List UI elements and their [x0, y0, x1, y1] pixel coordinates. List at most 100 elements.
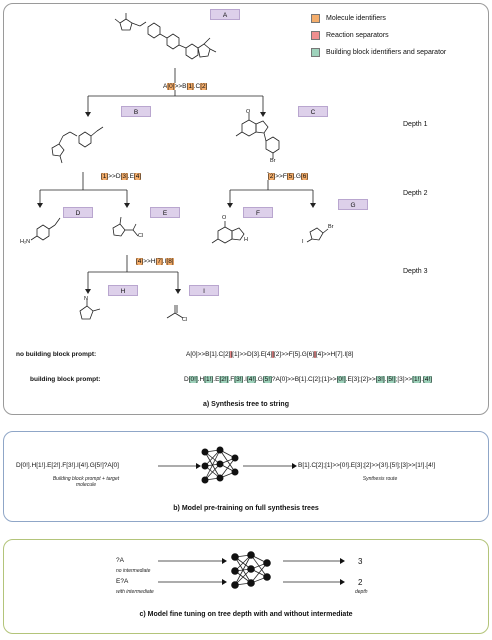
token-molecule-id: [7] [155, 258, 163, 265]
molecule-h-structure [79, 299, 101, 320]
token-molecule-id: [2] [200, 83, 208, 90]
token-building-block-id: [4!] [246, 376, 256, 383]
token: >>F [275, 173, 287, 180]
molecule-e-structure [112, 216, 139, 237]
panel-c-output-depth-2: 2 [358, 578, 363, 587]
panel-c-output-depth-1: 3 [358, 557, 363, 566]
panel-c-depth-note: depth [355, 589, 368, 595]
token-molecule-id: [6] [300, 173, 309, 180]
token-building-block-id: [0!] [188, 376, 198, 383]
token-building-block-id: [2!] [219, 376, 229, 383]
panel-c-caption: c) Model fine tuning on tree depth with … [139, 611, 353, 618]
token-molecule-id: [1] [101, 173, 109, 180]
token-building-block-id: [0!] [336, 376, 346, 383]
node-f: F [243, 207, 273, 218]
atom-label: H₂N [20, 239, 31, 245]
token-building-block-id: [5!] [386, 376, 396, 383]
no-building-block-prompt-label: no building block prompt: [16, 351, 97, 358]
token-molecule-id: [3] [120, 173, 128, 180]
node-c: C [298, 106, 328, 117]
panel-c-note-no-intermediate: no intermediate [116, 568, 151, 574]
token: .E [213, 376, 220, 383]
building-block-prompt-string: D[0!].H[1!].E[2!].F[3!].I[4!].G[5!]?A[0]… [184, 376, 433, 383]
token: [4]>>H[7].I[8] [315, 351, 354, 358]
panel-a-caption: a) Synthesis tree to string [203, 401, 289, 408]
molecule-b-structure [51, 126, 104, 164]
token: A [163, 83, 168, 90]
panel-b-output-string: B[1].C[2];[1]>>[0!].E[3];[2]>>[3!].[5!];… [298, 462, 436, 469]
token-molecule-id: [0] [167, 83, 175, 90]
token: .F [228, 376, 235, 383]
no-building-block-prompt-string: A[0]>>B[1].C[2]|[1]>>D[3].E[4]|[2]>>F[5]… [186, 351, 353, 358]
token-molecule-id: [2] [268, 173, 276, 180]
panel-c-input-with-intermediate: E?A [116, 578, 129, 585]
token-reaction-separator: | [230, 351, 233, 358]
token-molecule-id: [4] [133, 173, 142, 180]
token: ;[3]>> [395, 376, 413, 383]
node-g: G [338, 199, 368, 210]
legend-swatch-orange [311, 14, 320, 23]
token-molecule-id: [5] [286, 173, 295, 180]
molecule-c-structure [235, 113, 280, 159]
token: A[0]>>B[1].C[2] [186, 351, 231, 358]
atom-label: Br [270, 158, 276, 164]
token-building-block-id: [3!] [375, 376, 385, 383]
panel-c-finetuning [3, 539, 489, 634]
token: [2]>>F[5].G[6] [273, 351, 315, 358]
panel-b-caption: b) Model pre-training on full synthesis … [173, 505, 319, 512]
legend-building-block: Building block identifiers and separator [311, 48, 446, 57]
depth-3-label: Depth 3 [403, 268, 428, 275]
token-molecule-id: [4] [136, 258, 144, 265]
token: D [184, 376, 189, 383]
token: >>B [174, 83, 187, 90]
molecule-g-structure [306, 227, 329, 243]
panel-b-pretraining [3, 431, 489, 522]
token-building-block-id: [5!] [262, 376, 272, 383]
node-i: I [189, 285, 219, 296]
panel-c-note-with-intermediate: with intermediate [116, 589, 154, 595]
legend-label: Building block identifiers and separator [326, 49, 447, 56]
token: [1]>>D[3].E[4] [232, 351, 273, 358]
note-line: molecule [75, 482, 96, 488]
token: .E [127, 173, 134, 180]
molecule-i-structure [166, 305, 184, 319]
depth-2-label: Depth 2 [403, 190, 428, 197]
token: ?A[0]>>B[1].C[2];[1]>> [271, 376, 337, 383]
legend-label: Reaction separators [326, 32, 389, 39]
atom-label: O [222, 215, 227, 221]
legend-swatch-green [311, 48, 320, 57]
molecule-a-structure [114, 13, 217, 60]
reaction-string-3: [2]>>F[5].G[6] [267, 173, 310, 180]
building-block-prompt-label: building block prompt: [30, 376, 101, 383]
legend-reaction-separators: Reaction separators [311, 31, 389, 40]
atom-label: Br [328, 224, 334, 230]
token: .G [294, 173, 301, 180]
atom-label: N [84, 296, 88, 302]
atom-label: I [302, 239, 304, 245]
atom-label: Cl [138, 233, 144, 239]
node-e: E [150, 207, 180, 218]
token: .E[3];[2]>> [345, 376, 376, 383]
token-reaction-separator: | [272, 351, 274, 358]
token-building-block-id: [3!] [234, 376, 244, 383]
node-a: A [210, 9, 240, 20]
token: >>H [143, 258, 156, 265]
token: .H [197, 376, 205, 383]
token-molecule-id: [1] [186, 83, 194, 90]
atom-label: O [246, 109, 251, 115]
legend-label: Molecule identifiers [326, 15, 386, 22]
panel-b-output-note: Synthesis route [362, 476, 398, 482]
panel-b-input-note: Building block prompt + target molecule [16, 476, 156, 488]
reaction-string-2: [1]>>D[3].E[4] [100, 173, 143, 180]
depth-1-label: Depth 1 [403, 121, 428, 128]
reaction-string-1: A[0]>>B[1].C[2] [162, 83, 209, 90]
token: .I [243, 376, 247, 383]
node-b: B [121, 106, 151, 117]
token: .G [256, 376, 263, 383]
note-line: Building block prompt + target [52, 476, 120, 482]
token: .C [193, 83, 201, 90]
molecule-d-structure [30, 217, 61, 241]
token-building-block-id: [1!] [412, 376, 422, 383]
